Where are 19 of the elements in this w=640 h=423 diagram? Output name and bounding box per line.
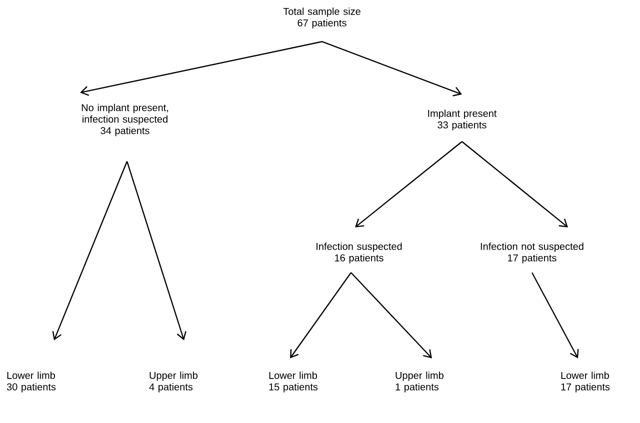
node-label: No implant present, infection suspected 34 patients [82,104,168,136]
arrow [322,41,462,96]
arrow [350,272,432,358]
arrow [52,161,128,340]
node-label: Infection not suspected 17 patients [480,242,584,264]
node-label: Lower limb 17 patients [561,372,610,392]
node-label: Upper limb 4 patients [149,372,198,392]
arrow [126,161,186,340]
node-label: Total sample size 67 patients [283,8,360,28]
node-label: Upper limb 1 patients [396,372,444,392]
arrow [462,141,568,228]
arrow [80,41,322,96]
node-label: Infection suspected 16 patients [316,242,402,264]
node-label: Implant present 33 patients [428,110,497,130]
node-label: Lower limb 15 patients [269,372,318,392]
arrow [355,141,462,228]
arrow [290,272,352,358]
arrow [531,272,579,358]
node-label: Lower limb 30 patients [6,372,56,392]
